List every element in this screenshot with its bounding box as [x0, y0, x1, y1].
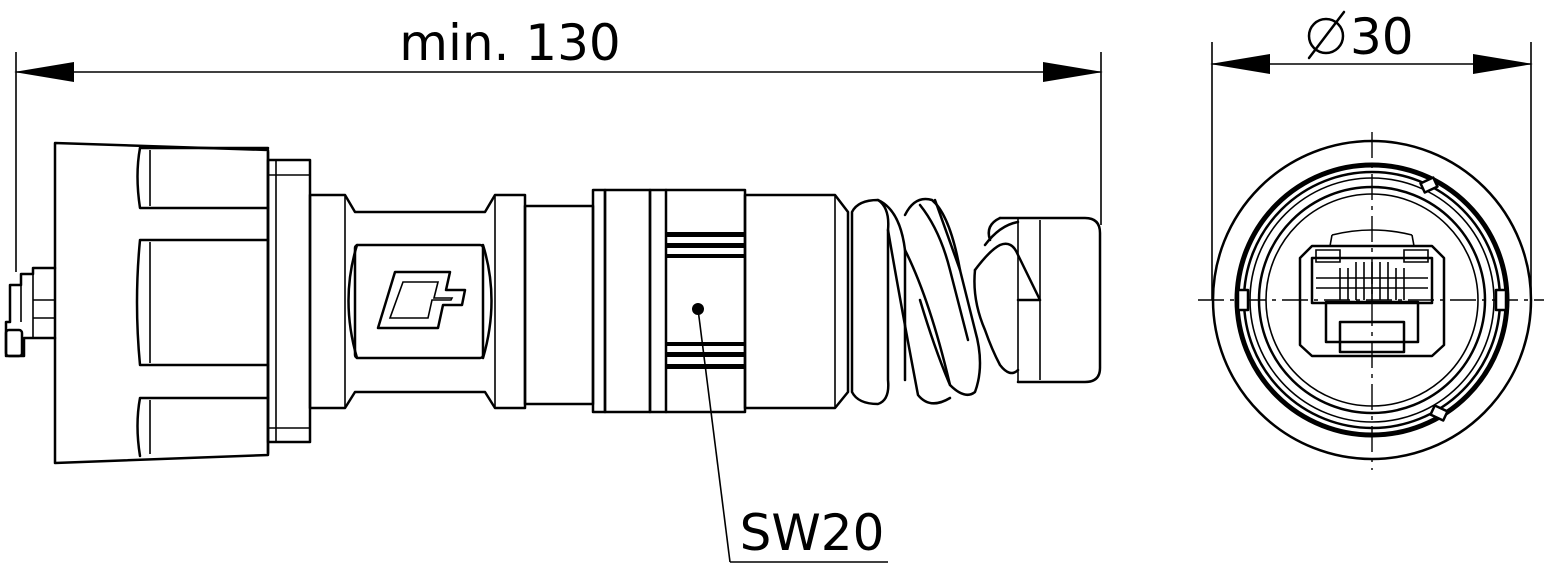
cable-end — [987, 216, 1102, 384]
wrench-size-label: SW20 — [740, 504, 885, 562]
diameter-value: 30 — [1350, 8, 1414, 66]
rj45-jack — [1298, 229, 1446, 358]
body-sleeve — [308, 193, 527, 410]
outer-ring — [1211, 139, 1533, 461]
wrench-size-callout: SW20 — [697, 308, 888, 563]
side-view: min. 130 — [4, 14, 1103, 563]
strain-relief-spiral — [850, 197, 1042, 406]
brand-logo-icon — [376, 270, 467, 330]
rj45-latch — [4, 266, 57, 358]
coupling-cap — [53, 141, 270, 465]
cable-gland — [743, 193, 850, 410]
front-view: 30 — [1198, 8, 1544, 470]
leader-line — [697, 308, 731, 563]
diameter-dimension: 30 — [1210, 8, 1533, 300]
flange-ring — [266, 158, 312, 444]
rj45-contacts — [1316, 262, 1428, 300]
neck — [523, 188, 607, 414]
length-label: min. 130 — [399, 14, 621, 72]
diameter-symbol-icon — [1307, 10, 1346, 60]
length-dimension: min. 130 — [14, 14, 1103, 272]
wrench-nut — [603, 188, 747, 414]
